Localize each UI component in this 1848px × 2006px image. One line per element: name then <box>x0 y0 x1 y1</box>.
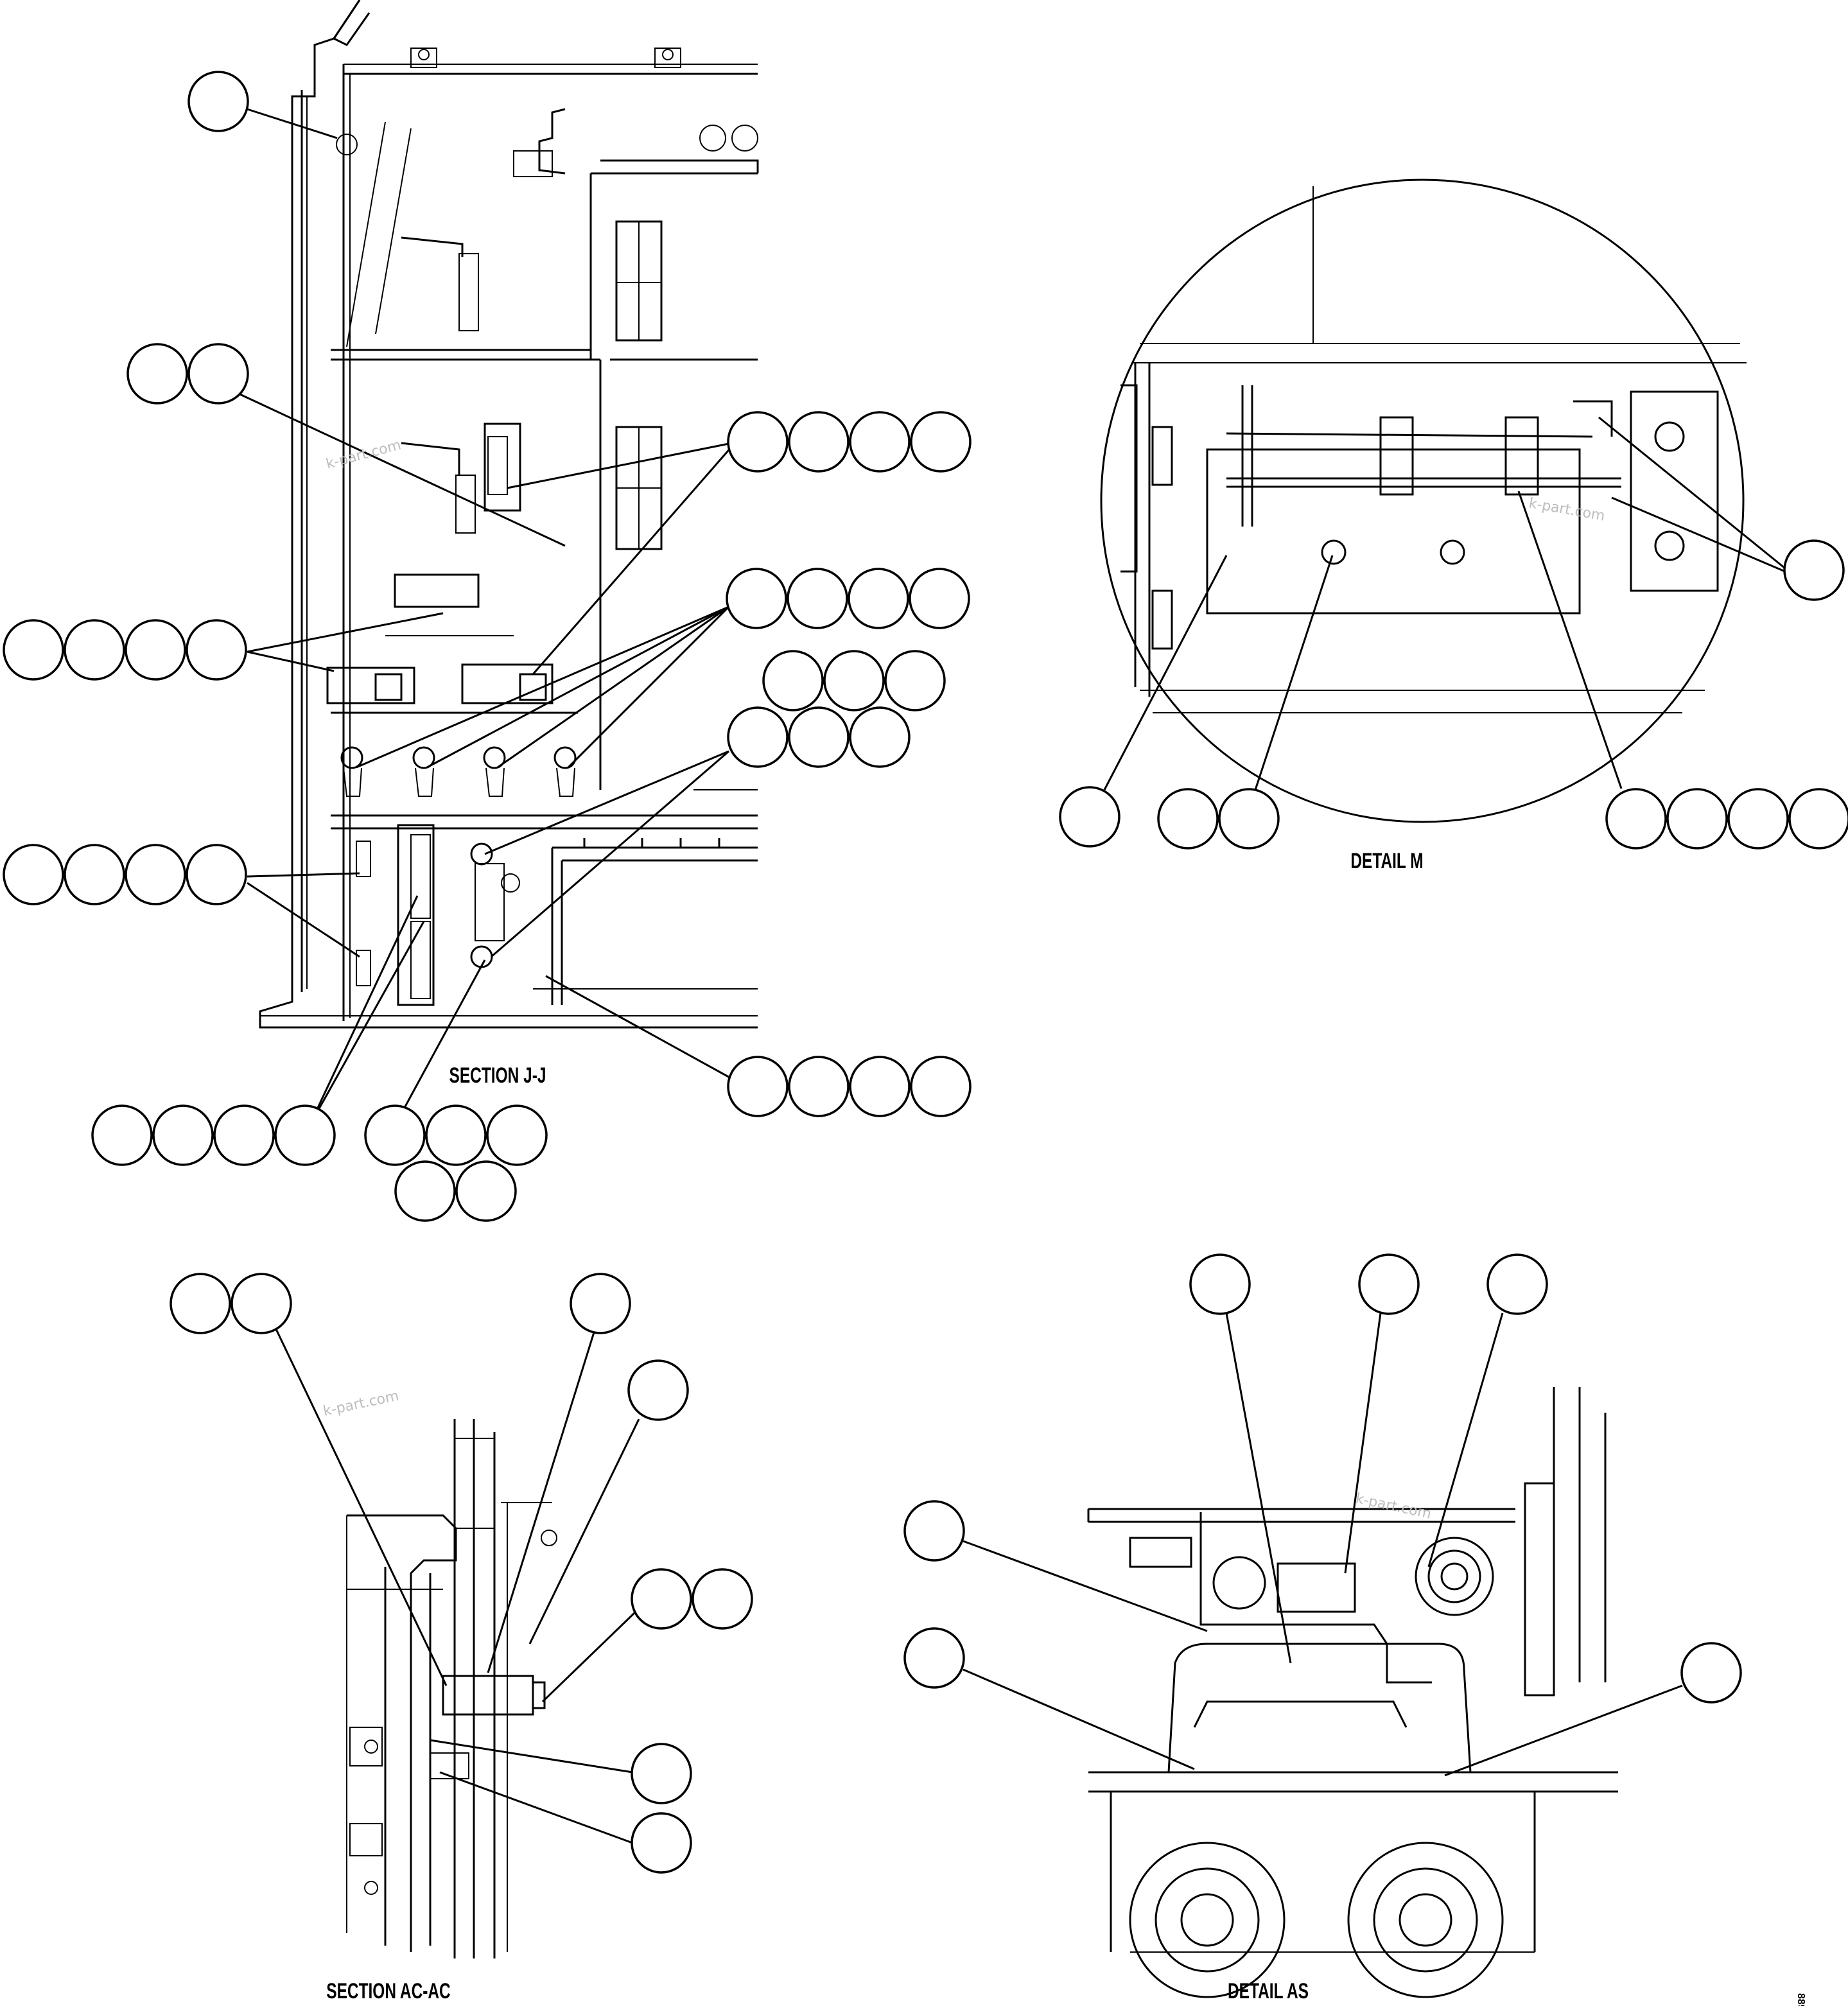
section-ac-ac-callouts <box>170 1273 753 1874</box>
drawing-number: 88906 <box>1795 1993 1806 2006</box>
detail-as-drawing <box>1087 1387 1618 1998</box>
section-ac-ac-caption: SECTION AC-AC <box>326 1979 450 2003</box>
section-j-j-drawing <box>259 0 759 1029</box>
watermark-text: k-part.com <box>322 1388 400 1420</box>
section-j-j-view: SECTION J-J <box>3 0 972 1222</box>
watermark-text: k-part.com <box>1354 1490 1433 1522</box>
detail-m-drawing <box>1100 179 1747 823</box>
section-j-j-callouts <box>3 71 972 1222</box>
section-ac-ac-drawing <box>346 1419 557 1958</box>
detail-m-view: DETAIL M <box>1059 179 1848 873</box>
watermark-text: k-part.com <box>1528 495 1606 524</box>
detail-m-callouts <box>1059 416 1848 850</box>
section-j-j-caption: SECTION J-J <box>449 1063 546 1088</box>
detail-m-caption: DETAIL M <box>1350 849 1423 873</box>
section-ac-ac-view: SECTION AC-AC <box>170 1273 753 2003</box>
lug-row <box>340 746 577 797</box>
watermark-text: k-part.com <box>324 437 403 473</box>
detail-as-caption: DETAIL AS <box>1228 1979 1309 2003</box>
detail-as-callouts <box>903 1253 1742 1777</box>
detail-as-view: DETAIL AS <box>903 1253 1742 2003</box>
